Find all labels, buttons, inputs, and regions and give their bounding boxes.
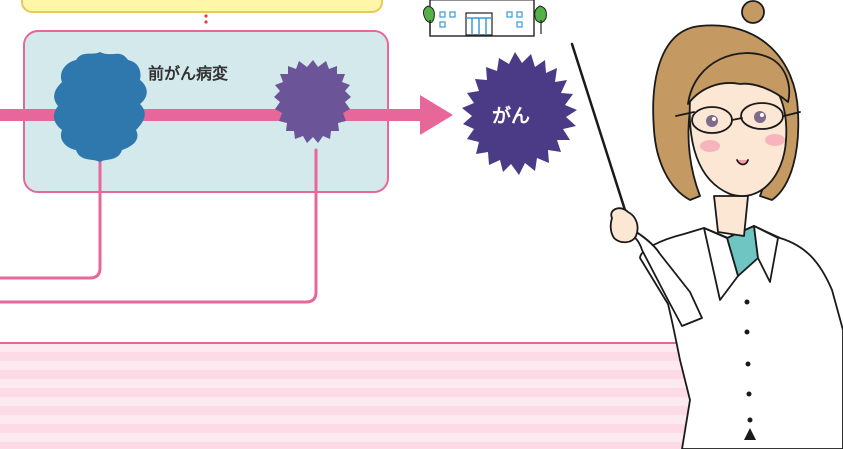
dotted-connector — [204, 14, 208, 24]
callout-box — [21, 0, 383, 13]
return-lines — [0, 148, 318, 304]
cell-blue-icon — [53, 52, 147, 162]
cancer-label: がん — [492, 105, 531, 127]
doctor-character-icon — [609, 0, 843, 449]
cell-purple-icon — [274, 60, 351, 143]
hospital-icon — [422, 0, 547, 37]
cancer-cell-icon — [462, 52, 577, 175]
box-title: 前がん病変 — [148, 64, 229, 83]
pointer-stick-icon — [570, 42, 634, 234]
